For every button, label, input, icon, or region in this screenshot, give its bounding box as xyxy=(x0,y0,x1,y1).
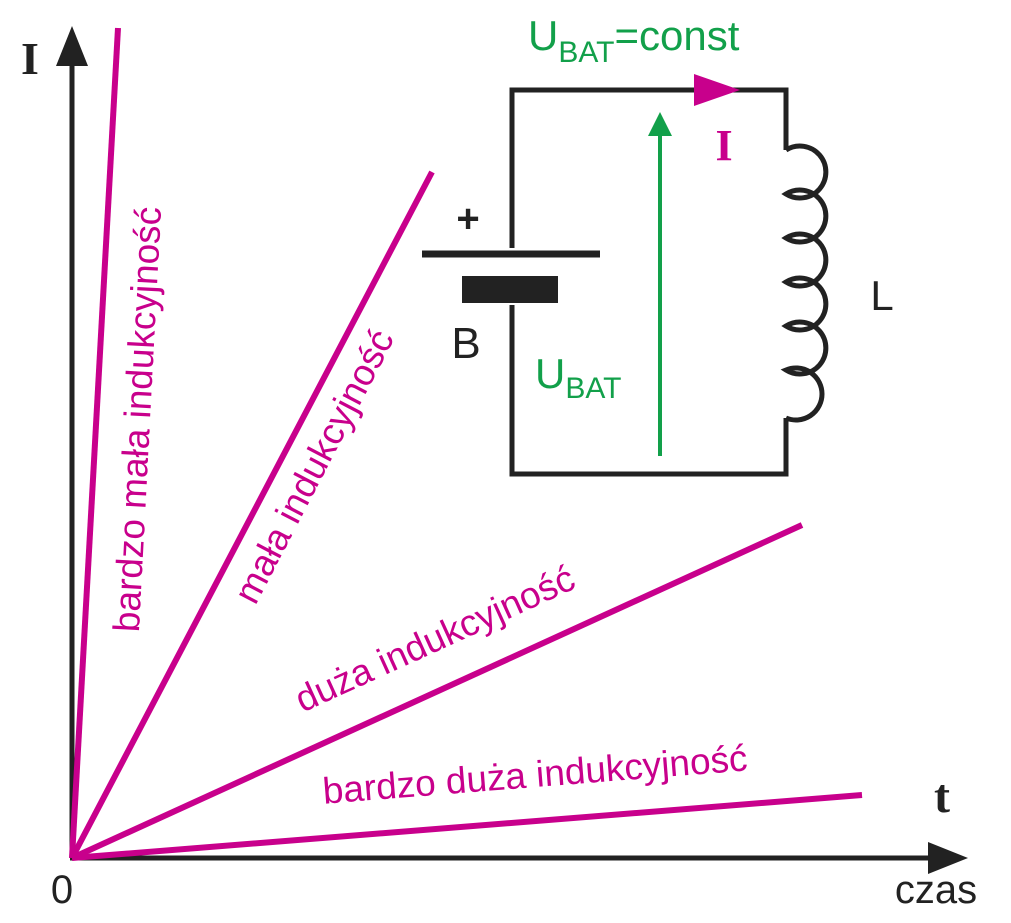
battery-plus-sign: + xyxy=(456,197,479,241)
line-small-inductance xyxy=(69,170,435,860)
x-axis-caption: czas xyxy=(895,868,977,912)
voltage-label-sub: BAT xyxy=(565,372,621,405)
x-axis-label: t xyxy=(934,770,950,823)
circuit: + B L I UBAT UBAT=const xyxy=(422,12,894,477)
line-large-inductance xyxy=(70,522,804,861)
circuit-wire xyxy=(509,87,789,477)
inductor-label: L xyxy=(870,272,893,319)
circuit-title-suffix: =const xyxy=(614,12,739,59)
label-small-inductance: mała indukcyjność xyxy=(226,323,402,610)
x-axis-arrowhead xyxy=(928,842,968,874)
current-direction-arrow xyxy=(694,74,740,106)
line-very-small-inductance xyxy=(69,27,121,859)
voltage-label: UBAT xyxy=(535,350,621,405)
circuit-title-sub: BAT xyxy=(558,36,614,69)
y-axis-arrowhead xyxy=(56,26,88,66)
battery-negative-plate xyxy=(462,276,558,303)
voltage-label-main: U xyxy=(535,350,565,397)
circuit-title-main: U xyxy=(528,12,558,59)
label-very-large-inductance: bardzo duża indukcyjność xyxy=(321,737,749,811)
line-very-large-inductance xyxy=(71,792,863,861)
origin-label: 0 xyxy=(51,868,73,912)
battery-label: B xyxy=(451,319,480,368)
circuit-title: UBAT=const xyxy=(528,12,740,69)
label-very-small-inductance: bardzo mała indukcyjność xyxy=(106,206,169,633)
current-label: I xyxy=(715,121,732,170)
y-axis-label: I xyxy=(21,33,39,84)
inductor-coil xyxy=(780,143,829,423)
current-lines: bardzo mała indukcyjność mała indukcyjno… xyxy=(69,27,863,861)
axes: I t czas 0 xyxy=(21,26,977,912)
